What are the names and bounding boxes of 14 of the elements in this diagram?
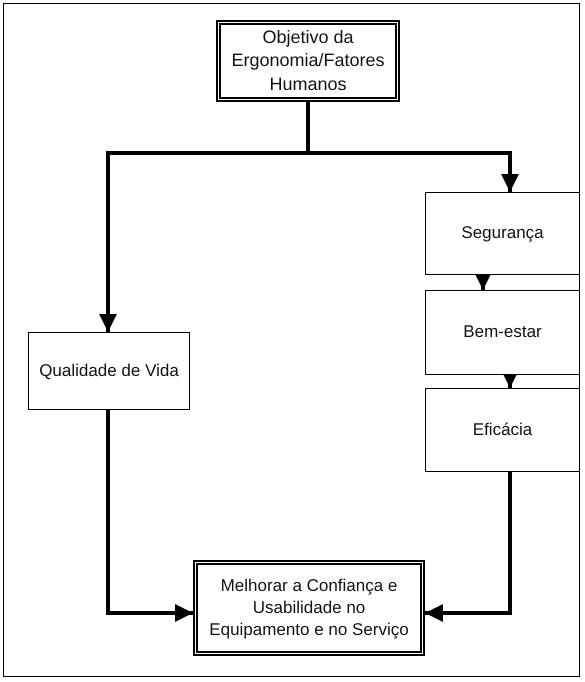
arrow — [425, 472, 512, 622]
arrow — [106, 410, 193, 622]
box-label: Eficácia — [472, 418, 532, 441]
process-box — [425, 192, 580, 275]
process-box — [28, 332, 190, 410]
box-label: Qualidade de Vida — [39, 360, 179, 382]
process-box — [425, 388, 580, 472]
process-box — [193, 560, 425, 656]
process-box — [216, 20, 400, 102]
box-label: Bem-estar — [463, 321, 542, 344]
process-box — [425, 290, 580, 375]
box-label: Melhorar a Confiança e Usabilidade no Equipamento e no Serviço — [208, 574, 410, 642]
box-label: Segurança — [461, 222, 544, 244]
box-label: Objetivo da Ergonomia/Fatores Humanos — [230, 26, 386, 96]
